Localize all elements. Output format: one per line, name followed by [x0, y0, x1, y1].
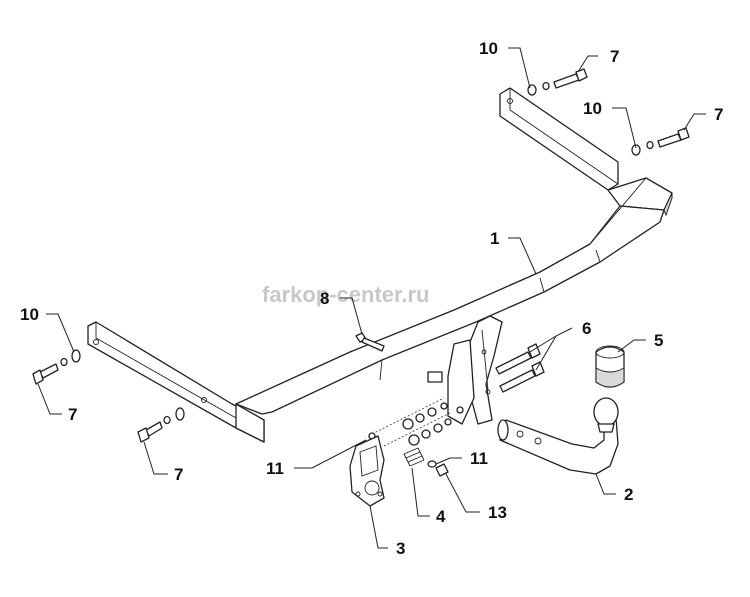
callout-13-nut: 13: [488, 503, 507, 522]
callout-11-right: 11: [470, 449, 488, 468]
callout-4-spring: 4: [436, 507, 446, 526]
callout-10-top-right: 10: [583, 99, 602, 118]
callout-7-left-upper: 7: [68, 405, 77, 424]
bolt-set-left-2: [137, 407, 185, 443]
callout-8-bolt: 8: [320, 289, 329, 308]
bolt-set-top-2: [631, 127, 690, 156]
ball-cap-part-5: [595, 345, 625, 388]
nuts-washers-center: [368, 397, 464, 447]
bolt-part-8: [355, 332, 385, 352]
bolt-set-top-1: [527, 68, 588, 96]
callout-3-plate: 3: [396, 539, 405, 558]
callout-10-top-left: 10: [479, 39, 498, 58]
callout-7-top-right: 7: [714, 105, 723, 124]
socket-plate-part-3: [349, 435, 385, 507]
callout-2-towball: 2: [624, 485, 633, 504]
callout-11-left: 11: [266, 459, 284, 478]
tow-ball-part-2: [497, 397, 619, 475]
watermark-text: farkop-center.ru: [262, 282, 430, 307]
callout-6-bolts: 6: [582, 319, 591, 338]
callout-7-top-left: 7: [610, 47, 619, 66]
callout-labels: 10 7 10 7 1 8 10 6 5 7 7 11 11 2 4 13 3: [20, 39, 723, 558]
crossbar-part-1: [87, 87, 673, 443]
leader-lines: [37, 47, 706, 549]
spring-part-4: [403, 447, 425, 467]
bolt-set-left-1: [32, 349, 81, 385]
callout-7-left-lower: 7: [174, 465, 183, 484]
callout-1-crossbar: 1: [490, 229, 499, 248]
callout-5-cap: 5: [654, 331, 663, 350]
callout-10-left: 10: [20, 305, 39, 324]
